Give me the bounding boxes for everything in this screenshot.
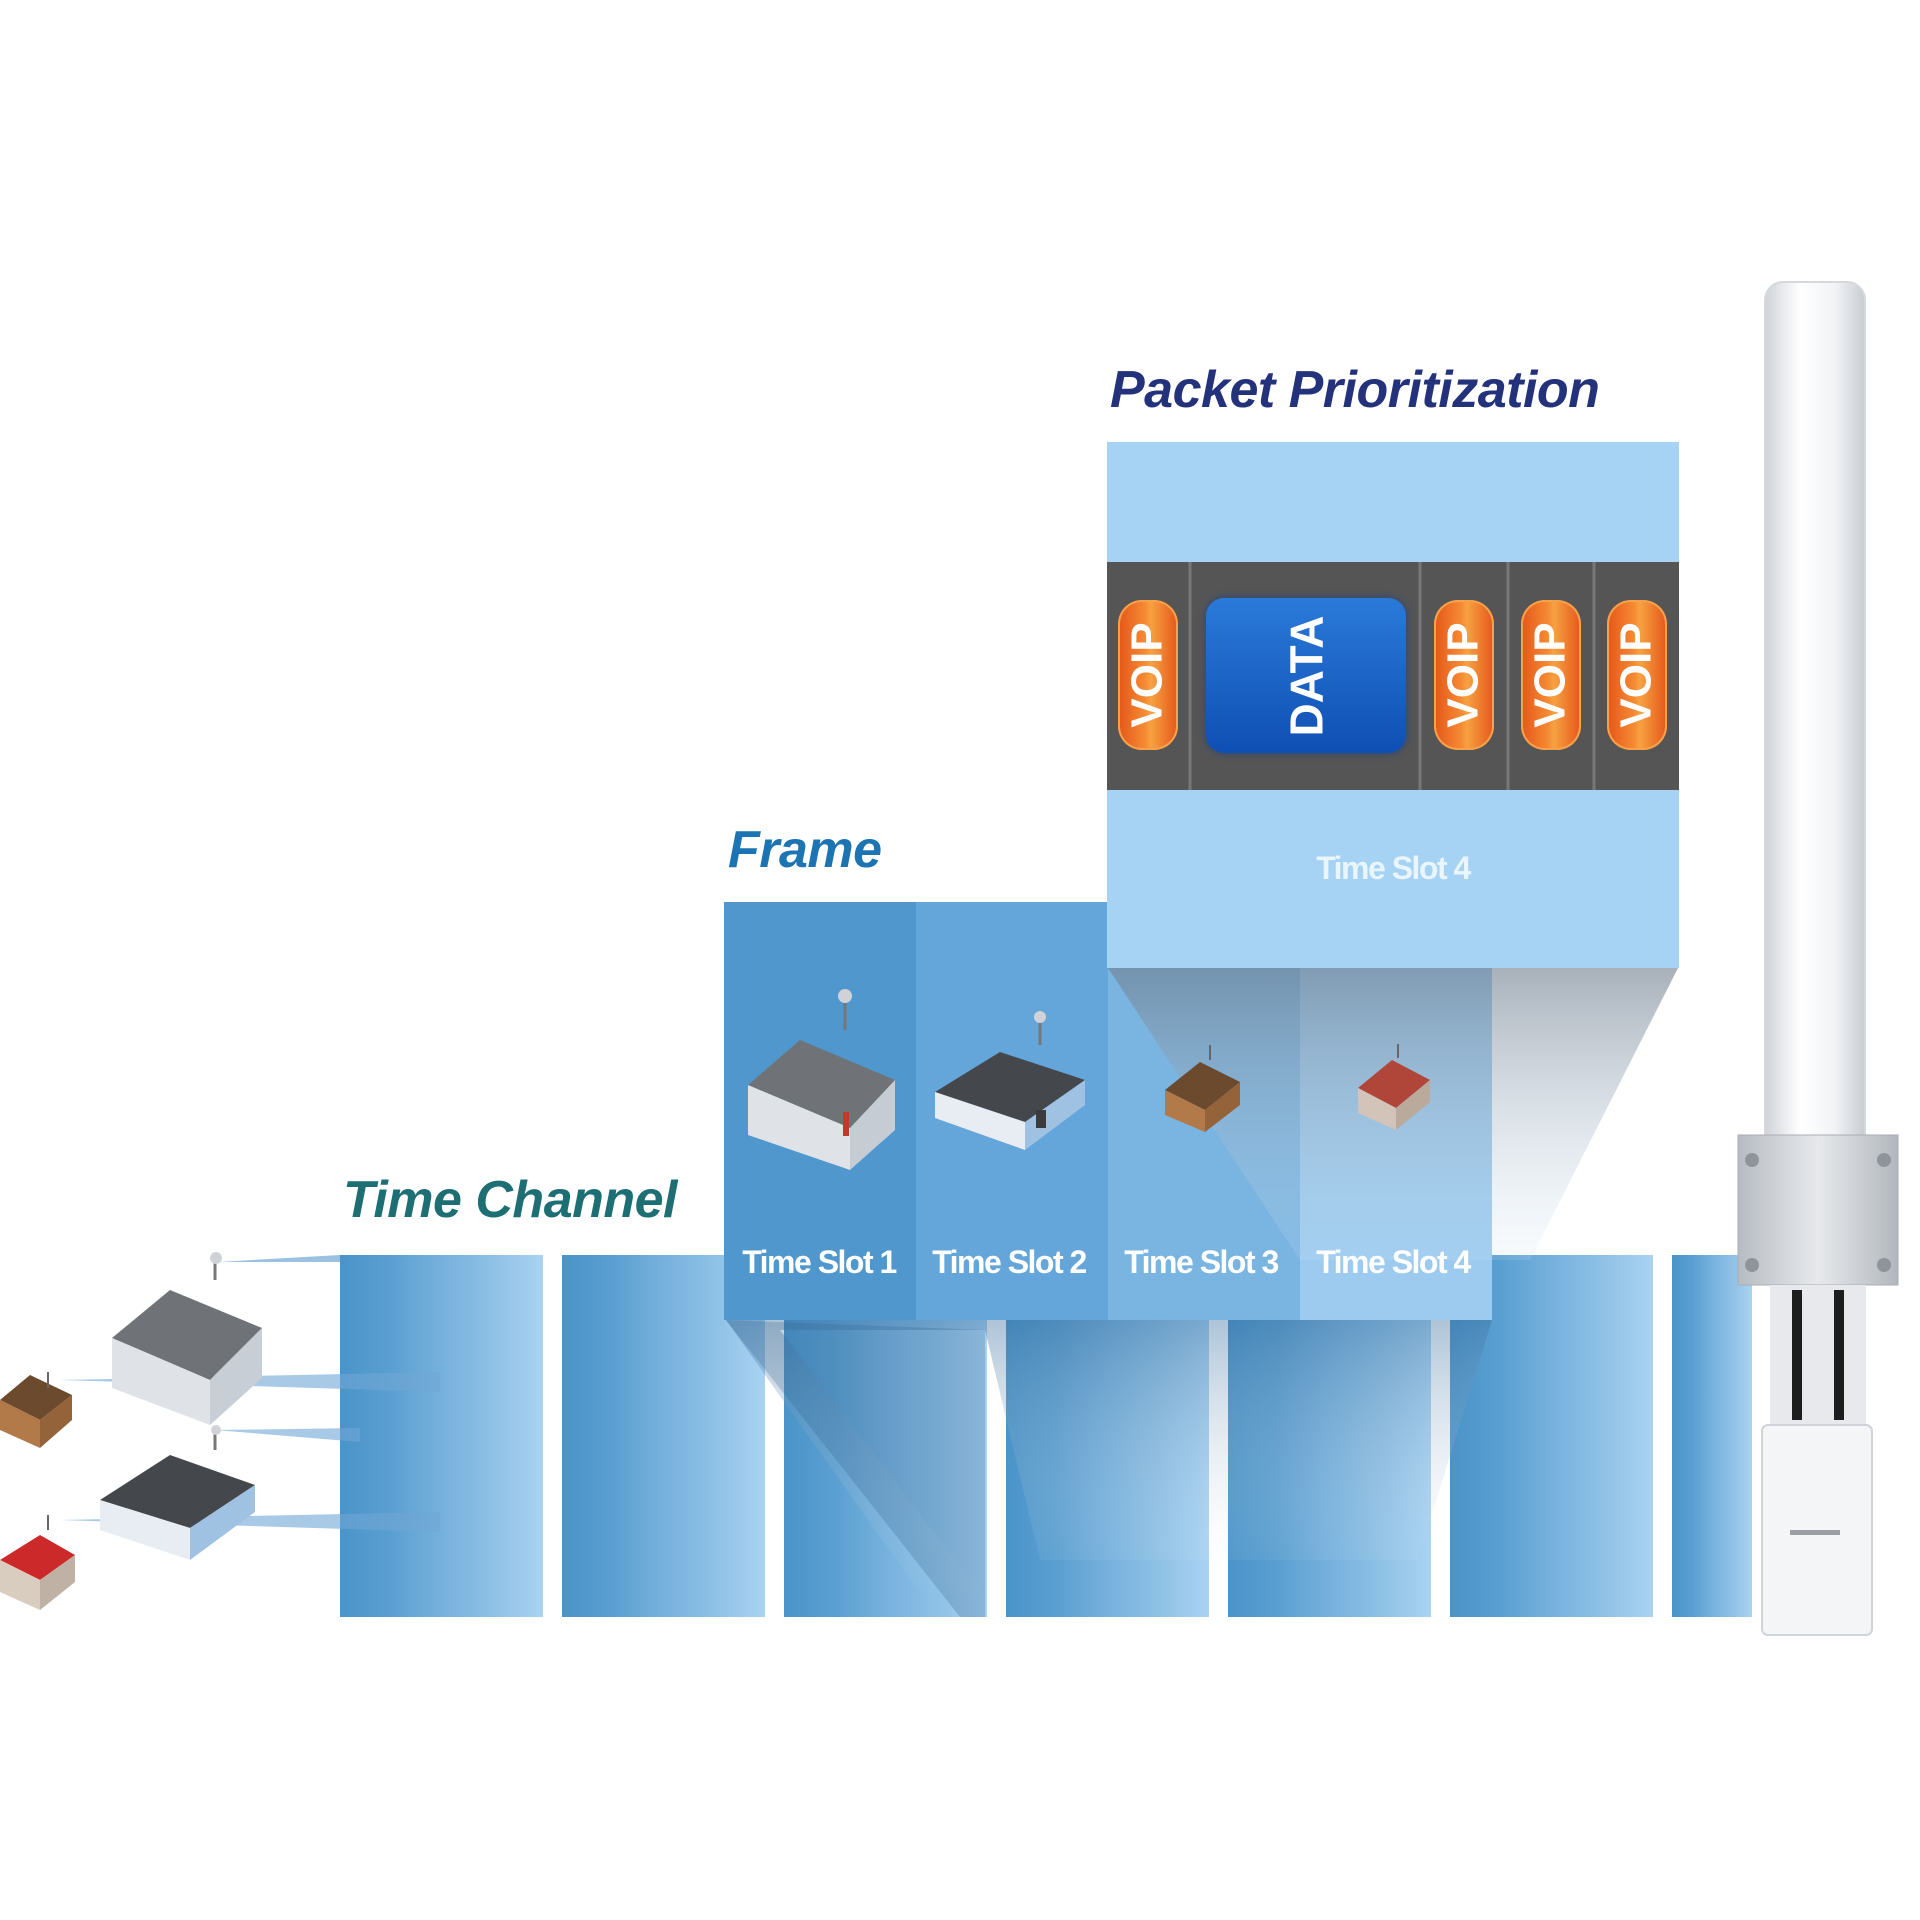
voip-packet: VOIP bbox=[1118, 600, 1178, 750]
house-icon bbox=[1358, 1044, 1430, 1130]
voip-packet: VOIP bbox=[1434, 600, 1494, 750]
frame-title: Frame bbox=[728, 821, 882, 879]
packet-prioritization-title: Packet Prioritization bbox=[1110, 361, 1600, 419]
house-icon bbox=[112, 1252, 262, 1425]
house-icon bbox=[0, 1372, 72, 1448]
packet-label: DATA bbox=[1280, 615, 1332, 736]
time-channel-block bbox=[340, 1255, 543, 1617]
time-slot-2-label: Time Slot 2 bbox=[932, 1244, 1087, 1280]
antenna-icon bbox=[1737, 281, 1899, 1636]
voip-packet: VOIP bbox=[1607, 600, 1667, 750]
frame-projection bbox=[726, 1320, 1492, 1600]
data-packet: DATA bbox=[1206, 598, 1406, 753]
time-slot-4-label: Time Slot 4 bbox=[1316, 1244, 1471, 1280]
packet-label: VOIP bbox=[1123, 622, 1172, 728]
time-slot-1-label: Time Slot 1 bbox=[742, 1244, 897, 1280]
time-slot-3-label: Time Slot 3 bbox=[1124, 1244, 1279, 1280]
packet-label: VOIP bbox=[1526, 622, 1575, 728]
house-icon bbox=[100, 1425, 255, 1560]
voip-packet: VOIP bbox=[1521, 600, 1581, 750]
packet-time-slot-label: Time Slot 4 bbox=[1316, 850, 1471, 886]
house-icon bbox=[1165, 1045, 1240, 1132]
house-icon bbox=[0, 1515, 75, 1610]
house-icon bbox=[748, 989, 895, 1170]
house-icon bbox=[935, 1011, 1085, 1150]
time-channel-title: Time Channel bbox=[343, 1171, 678, 1229]
packet-label: VOIP bbox=[1439, 622, 1488, 728]
time-channel-block bbox=[1672, 1255, 1752, 1617]
packet-label: VOIP bbox=[1612, 622, 1661, 728]
